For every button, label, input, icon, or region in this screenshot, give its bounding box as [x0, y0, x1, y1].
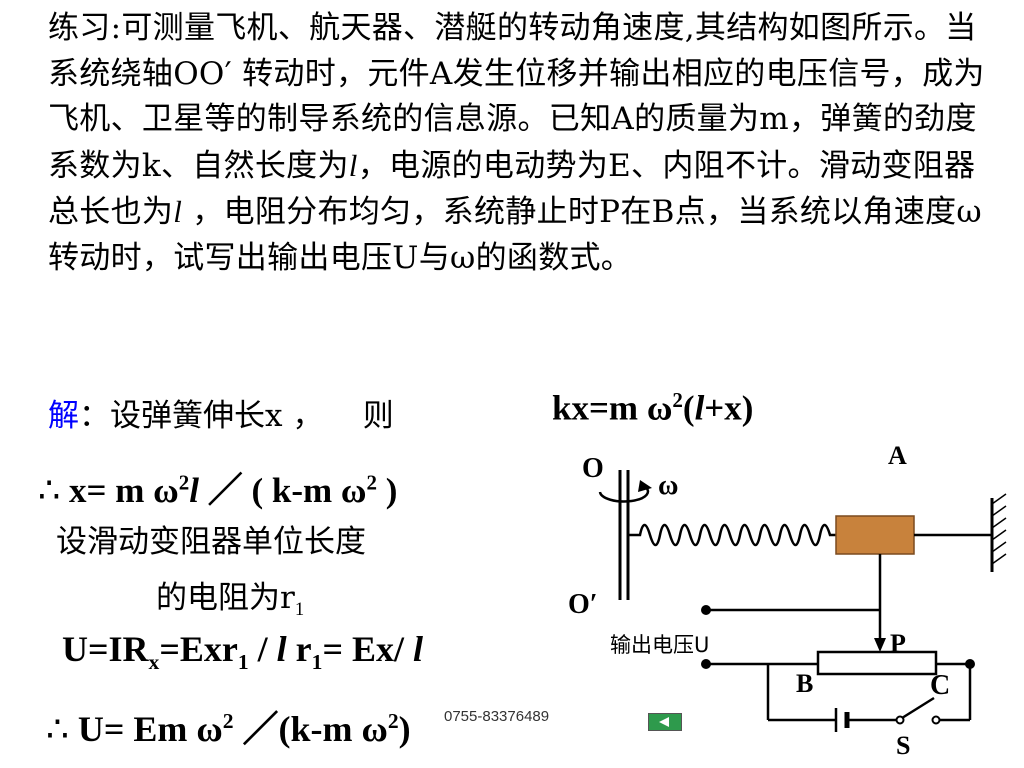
output-terminal-top	[701, 605, 711, 615]
back-button[interactable]	[648, 713, 682, 731]
rotation-arrowhead-icon	[638, 480, 652, 492]
back-arrow-icon	[659, 717, 669, 727]
line4-text: 的电阻为r	[156, 580, 295, 616]
eq3-part-e: = Ex/	[322, 629, 413, 669]
eq3-sub-1b: 1	[311, 650, 323, 675]
label-O: O	[582, 453, 604, 484]
spring	[628, 523, 836, 547]
switch-blade	[901, 696, 935, 720]
eq1-part-c: +x)	[704, 388, 754, 428]
equation-force-balance: kx=m ω2(l+x)	[552, 388, 753, 429]
label-output-voltage: 输出电压U	[610, 633, 709, 657]
eq4-part-c: )	[398, 709, 411, 749]
rotation-sensor-diagram: O O′ ω A P 输出电压U B C S	[568, 441, 1007, 760]
eq4-part-a: U= Em ω	[68, 709, 223, 749]
label-O-prime: O′	[568, 589, 598, 620]
eq1-part-a: kx=m ω	[552, 388, 673, 428]
equation-final: ∴ U= Em ω2 ／(k-m ω2)	[46, 700, 411, 752]
eq3-part-b: =Exr	[159, 629, 238, 669]
eq2-l: l	[189, 471, 199, 510]
solution-text-line-4: 的电阻为r1	[156, 572, 304, 621]
mass-block-A	[835, 515, 915, 555]
solution-header: 解：设弹簧伸长x ， 则	[48, 390, 394, 435]
therefore-symbol: ∴	[38, 471, 61, 510]
length-symbol-l-2: l	[173, 194, 183, 229]
eq2-part-a: x= m ω	[60, 471, 179, 510]
switch-contact	[931, 715, 941, 725]
label-A: A	[888, 441, 907, 470]
problem-text-2: ，电源的电动势为E、内阻不计。滑动变阻器总长也为	[48, 147, 976, 231]
eq1-sup: 2	[672, 388, 683, 412]
wall-hatching	[991, 493, 1007, 565]
eq1-part-b: (	[682, 388, 695, 428]
eq4-sup: 2	[222, 709, 234, 733]
solution-setup: 设弹簧伸长x ， 则	[110, 398, 394, 434]
eq3-l: l	[276, 629, 287, 669]
label-S: S	[896, 731, 910, 760]
eq4-part-b: ／(k-m ω	[233, 709, 388, 749]
eq2-part-c: )	[376, 471, 398, 510]
eq2-sup: 2	[178, 470, 190, 495]
eq3-part-d: r	[286, 629, 312, 669]
label-C: C	[930, 670, 950, 701]
eq1-l: l	[694, 388, 705, 428]
eq4-sup-2: 2	[387, 709, 399, 733]
phone-number: 0755-83376489	[444, 708, 550, 725]
eq3-part-a: U=IR	[62, 629, 149, 669]
switch-pivot	[895, 715, 905, 725]
eq3-l-2: l	[412, 629, 423, 669]
solution-colon: ：	[79, 398, 110, 434]
label-B: B	[796, 669, 813, 698]
solution-label: 解	[48, 398, 79, 434]
equation-extension: ∴ x= m ω2l ／ ( k-m ω2 )	[38, 462, 397, 513]
line4-sub: 1	[294, 599, 305, 621]
eq2-part-b: ／ ( k-m ω	[198, 471, 367, 510]
equation-voltage: U=IRx=Exr1 / l r1= Ex/ l	[62, 628, 423, 675]
eq3-part-c: /	[248, 629, 277, 669]
rotation-arrow-icon	[598, 484, 650, 503]
problem-statement: 练习:可测量飞机、航天器、潜艇的转动角速度,其结构如图所示。当系统绕轴OO′ 转…	[48, 6, 998, 281]
therefore-symbol-2: ∴	[46, 709, 69, 749]
eq3-sub-x: x	[148, 650, 160, 675]
problem-text-3: ，电阻分布均匀，系统静止时P在B点，当系统以角速度ω转动时，试写出输出电压U与ω…	[48, 194, 982, 276]
problem-text-1: 练习:可测量飞机、航天器、潜艇的转动角速度,其结构如图所示。当系统绕轴OO′ 转…	[48, 10, 985, 184]
slider-arrow-icon	[874, 638, 886, 652]
eq2-sup-2: 2	[366, 470, 377, 495]
length-symbol-l: l	[348, 147, 358, 183]
solution-text-line-3: 设滑动变阻器单位长度	[56, 524, 366, 560]
rheostat	[816, 650, 938, 676]
label-omega: ω	[658, 470, 678, 501]
eq3-sub-1: 1	[237, 650, 249, 675]
